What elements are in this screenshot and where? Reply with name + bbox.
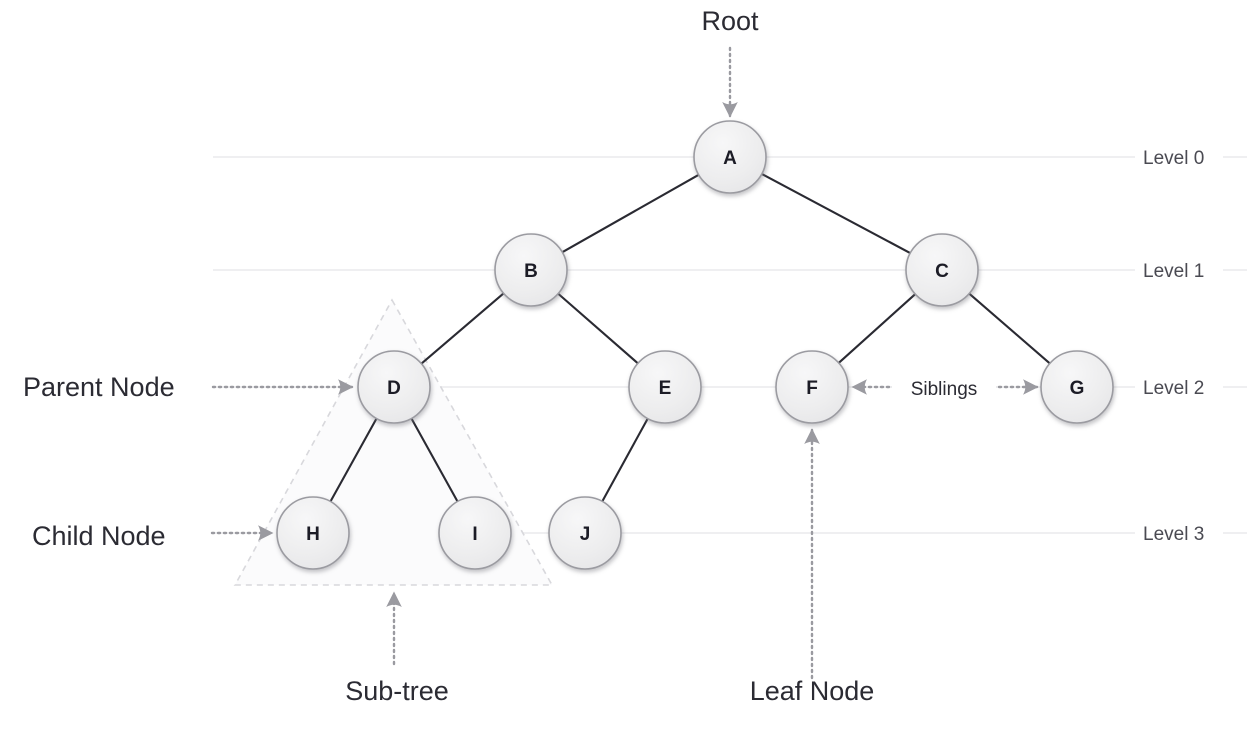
level-label-3: Level 3 xyxy=(1143,524,1204,545)
tree-edge-C-F xyxy=(836,292,918,365)
level-label-backdrop-3 xyxy=(1135,518,1223,546)
level-labels-group: Level 0 Level 1 Level 2 Level 3 xyxy=(1135,142,1223,546)
node-label-a: A xyxy=(723,148,737,169)
level-label-backdrop-2 xyxy=(1135,372,1223,400)
node-label-j: J xyxy=(580,524,591,545)
node-circle-a xyxy=(693,120,767,194)
tree-node-j[interactable]: J xyxy=(548,496,622,570)
annotation-label-child-node: Child Node xyxy=(32,521,166,551)
tree-node-f[interactable]: F xyxy=(775,350,849,424)
node-circle-d xyxy=(357,350,431,424)
tree-node-a[interactable]: A xyxy=(693,120,767,194)
level-label-2: Level 2 xyxy=(1143,378,1204,399)
node-label-g: G xyxy=(1070,378,1085,399)
annotation-label-sub-tree: Sub-tree xyxy=(345,676,449,706)
node-label-i: I xyxy=(472,524,477,545)
node-label-h: H xyxy=(306,524,320,545)
node-label-b: B xyxy=(524,261,538,282)
level-label-backdrop-0 xyxy=(1135,142,1223,170)
annotation-label-leaf-node: Leaf Node xyxy=(750,676,875,706)
tree-edge-D-H xyxy=(328,416,379,504)
tree-edge-B-E xyxy=(556,291,640,366)
tree-node-i[interactable]: I xyxy=(438,496,512,570)
tree-nodes-group: A B C D E F G H I J xyxy=(276,120,1114,570)
node-circle-g xyxy=(1040,350,1114,424)
siblings-label-backdrop xyxy=(892,376,996,402)
node-circle-b xyxy=(494,233,568,307)
node-label-c: C xyxy=(935,261,949,282)
node-label-f: F xyxy=(806,378,818,399)
tree-node-e[interactable]: E xyxy=(628,350,702,424)
annotation-label-parent-node: Parent Node xyxy=(23,372,175,402)
annotation-label-siblings: Siblings xyxy=(911,379,978,400)
node-circle-c xyxy=(905,233,979,307)
level-label-backdrop-1 xyxy=(1135,255,1223,283)
node-circle-e xyxy=(628,350,702,424)
tree-node-b[interactable]: B xyxy=(494,233,568,307)
node-circle-j xyxy=(548,496,622,570)
tree-node-d[interactable]: D xyxy=(357,350,431,424)
tree-edge-A-C xyxy=(759,172,913,255)
tree-node-c[interactable]: C xyxy=(905,233,979,307)
node-circle-h xyxy=(276,496,350,570)
node-label-e: E xyxy=(659,378,672,399)
annotation-label-root: Root xyxy=(701,6,759,36)
node-circle-i xyxy=(438,496,512,570)
node-circle-f xyxy=(775,350,849,424)
tree-node-g[interactable]: G xyxy=(1040,350,1114,424)
level-label-1: Level 1 xyxy=(1143,261,1204,282)
tree-edge-D-I xyxy=(409,416,460,504)
tree-edge-A-B xyxy=(560,173,701,254)
tree-edge-C-G xyxy=(967,291,1052,366)
tree-node-h[interactable]: H xyxy=(276,496,350,570)
tree-edge-E-J xyxy=(600,416,650,504)
tree-edge-B-D xyxy=(419,291,506,366)
tree-edges-group xyxy=(328,172,1052,504)
level-label-0: Level 0 xyxy=(1143,148,1204,169)
node-label-d: D xyxy=(387,378,401,399)
